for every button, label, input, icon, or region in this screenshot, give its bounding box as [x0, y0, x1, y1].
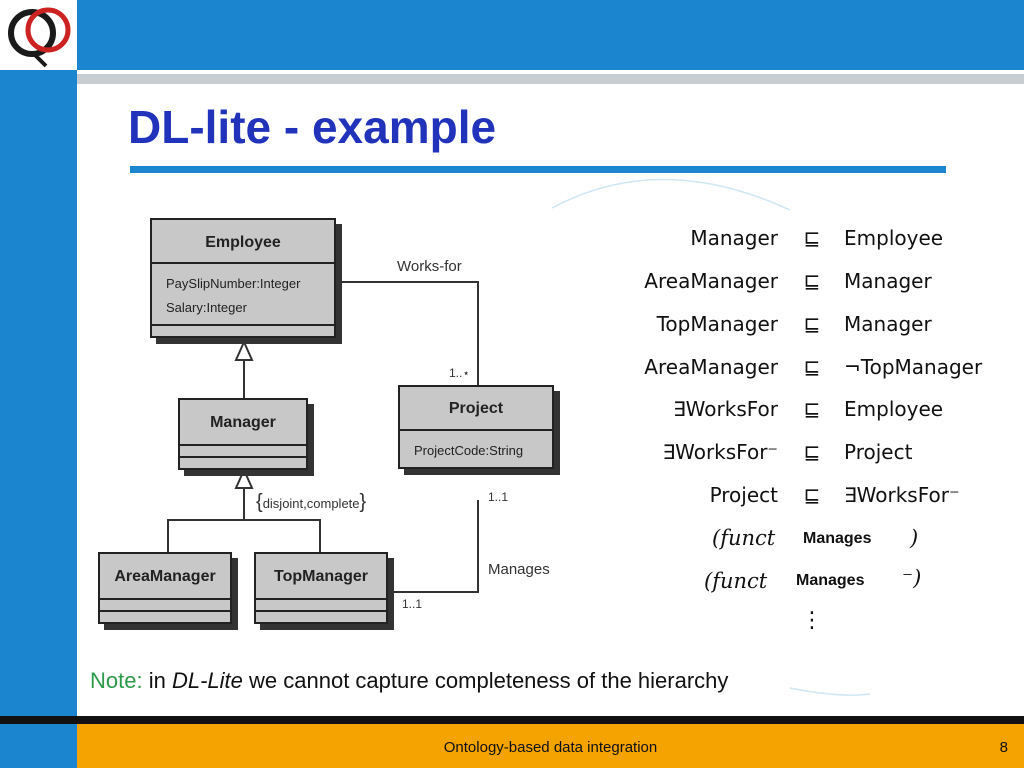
axiom-4-subsumption: ⊑ — [803, 355, 821, 379]
axiom-2-subsumption: ⊑ — [803, 269, 821, 293]
class-divider — [100, 598, 230, 600]
area-manager-class: AreaManager — [98, 552, 232, 624]
manager-class: Manager — [178, 398, 308, 470]
axiom-6-left: ∃WorksFor⁻ — [662, 440, 778, 464]
axiom-5-subsumption: ⊑ — [803, 397, 821, 421]
employee-attr-payslip: PaySlipNumber:Integer — [166, 276, 301, 291]
manager-class-name: Manager — [210, 414, 276, 431]
project-class: Project ProjectCode:String — [398, 385, 554, 469]
note-text: Note: in DL-Lite we cannot capture compl… — [90, 668, 728, 694]
axiom-4-right: ¬TopManager — [844, 355, 983, 379]
brace-open: { — [256, 491, 263, 513]
axiom-3-subsumption: ⊑ — [803, 312, 821, 336]
works-for-multiplicity: 1..⋆ — [449, 366, 470, 380]
constraint-text: disjoint,complete — [262, 496, 360, 511]
header-bar — [77, 0, 1024, 70]
employee-class-name: Employee — [205, 234, 281, 251]
logo — [0, 0, 77, 70]
class-divider — [152, 324, 334, 326]
manages-multiplicity-manager: 1..1 — [402, 597, 423, 611]
manages-label: Manages — [488, 561, 550, 578]
class-divider — [256, 610, 386, 612]
footer-left-block — [0, 724, 77, 768]
axiom-6-subsumption: ⊑ — [803, 440, 821, 464]
axiom-5-right: Employee — [844, 397, 944, 421]
class-divider — [152, 262, 334, 264]
title-underline — [130, 166, 946, 173]
top-manager-class-name: TopManager — [274, 568, 368, 585]
footer-bar — [77, 724, 1024, 768]
class-divider — [180, 444, 306, 446]
axiom-4-left: AreaManager — [644, 355, 778, 379]
note-before: in — [148, 668, 166, 693]
funct-axiom-2-open: (funct — [704, 569, 768, 593]
footer-divider — [0, 716, 1024, 724]
page-number: 8 — [999, 739, 1008, 756]
axiom-1-left: Manager — [690, 226, 778, 250]
funct-axiom-1-role: Manages — [803, 530, 872, 547]
note-after: we cannot capture completeness of the hi… — [249, 668, 729, 693]
works-for-label: Works-for — [397, 258, 462, 275]
note-label: Note: — [90, 668, 143, 693]
header-divider — [77, 74, 1024, 84]
axiom-7-right: ∃WorksFor⁻ — [844, 483, 960, 507]
axiom-3-left: TopManager — [656, 312, 778, 336]
top-manager-class: TopManager — [254, 552, 388, 624]
funct-axiom-1-close: ) — [910, 526, 919, 550]
employee-attr-salary: Salary:Integer — [166, 300, 247, 315]
axiom-7-left: Project — [709, 483, 778, 507]
funct-axiom-1-open: (funct — [712, 526, 776, 550]
decorative-arc-icon — [551, 178, 871, 696]
note-emphasis: DL-Lite — [171, 668, 243, 693]
area-manager-class-name: AreaManager — [114, 568, 216, 585]
class-divider — [100, 610, 230, 612]
axiom-2-right: Manager — [844, 269, 932, 293]
employee-class: Employee PaySlipNumber:Integer Salary:In… — [150, 218, 336, 338]
axiom-2-left: AreaManager — [644, 269, 778, 293]
funct-axiom-2-close: ⁻) — [902, 566, 922, 590]
left-side-bar — [0, 0, 77, 768]
manages-multiplicity-project: 1..1 — [488, 490, 509, 504]
class-divider — [256, 598, 386, 600]
class-divider — [400, 429, 552, 431]
axiom-3-right: Manager — [844, 312, 932, 336]
slide-title: DL-lite - example — [128, 101, 497, 153]
funct-axiom-2-role: Manages — [796, 572, 865, 589]
class-divider — [180, 456, 306, 458]
brace-close: } — [359, 491, 367, 513]
axiom-1-subsumption: ⊑ — [803, 226, 821, 250]
footer-title: Ontology-based data integration — [443, 739, 658, 756]
axiom-1-right: Employee — [844, 226, 944, 250]
axiom-7-subsumption: ⊑ — [803, 483, 821, 507]
project-class-name: Project — [448, 400, 504, 417]
qq-logo-icon — [8, 7, 71, 68]
disjoint-complete-constraint: {disjoint,complete} — [256, 491, 366, 514]
axiom-6-right: Project — [844, 440, 913, 464]
project-attr-code: ProjectCode:String — [414, 443, 524, 458]
vertical-ellipsis: ⋮ — [801, 608, 823, 633]
axiom-5-left: ∃WorksFor — [673, 397, 778, 421]
